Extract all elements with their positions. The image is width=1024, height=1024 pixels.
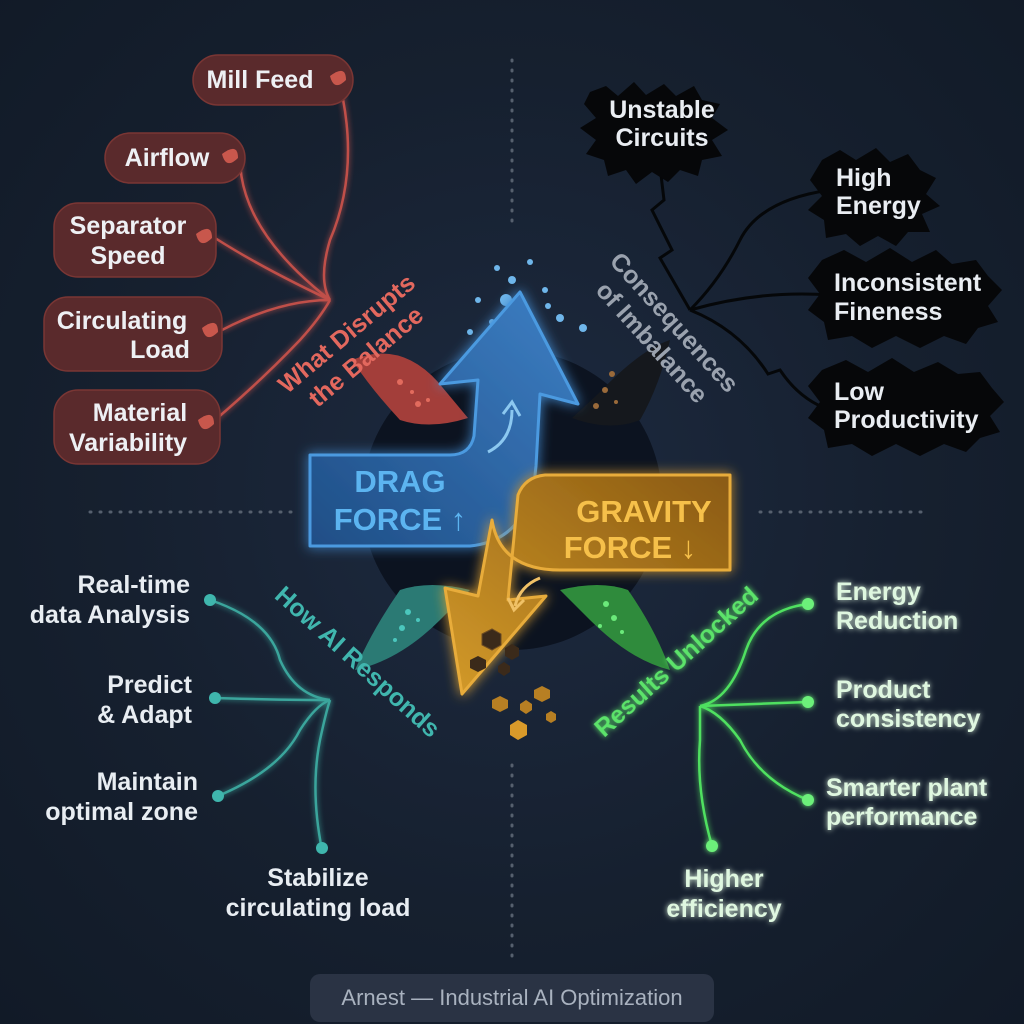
quadrant-dividers — [88, 58, 932, 962]
gravity-label-line2: FORCE ↓ — [564, 530, 697, 565]
disrupts-item-label-line2: Speed — [90, 242, 165, 270]
disrupts-item-material-variability: Material Variability — [53, 389, 221, 465]
ai-item-stabilize-load: Stabilize circulating load — [226, 864, 411, 922]
consequence-item-low-productivity: Low Productivity — [808, 358, 1004, 456]
consequence-item-label-line2: Circuits — [615, 124, 708, 152]
result-item-label-line1: Smarter plant — [826, 774, 988, 802]
consequence-connectors — [650, 149, 831, 412]
disrupts-items: Mill Feed Airflow Separator Speed Circul… — [43, 54, 354, 465]
consequence-item-label-line1: High — [836, 164, 892, 192]
ai-item-label-line2: circulating load — [226, 894, 411, 922]
leaf-icon — [202, 322, 218, 338]
footer-label: Arnest — Industrial AI Optimization — [341, 985, 683, 1010]
gravity-inner-arrow-icon — [513, 576, 541, 607]
ai-item-label-line2: & Adapt — [97, 701, 193, 729]
teal-particles — [393, 609, 420, 642]
disrupts-item-label-line1: Material — [93, 399, 187, 427]
consequence-item-unstable-circuits: Unstable Circuits — [580, 82, 728, 184]
gravity-particles — [470, 628, 556, 740]
disrupts-item-airflow: Airflow — [104, 132, 246, 184]
ai-item-label-line2: optimal zone — [45, 798, 198, 826]
ai-item-label-line1: Real-time — [77, 571, 190, 599]
gravity-force-arrow — [443, 473, 732, 696]
result-item-label-line2: efficiency — [666, 895, 781, 923]
consequence-items: Unstable Circuits High Energy Inconsiste… — [580, 82, 1004, 456]
ai-item-label-line2: data Analysis — [30, 601, 190, 629]
consequence-item-label-line1: Low — [834, 378, 885, 406]
leaf-icon — [198, 414, 214, 430]
drag-label-line1: DRAG — [354, 464, 445, 499]
result-item-higher-efficiency: Higher efficiency — [666, 865, 781, 923]
result-item-product-consistency: Product consistency — [836, 676, 981, 733]
footer-badge: Arnest — Industrial AI Optimization — [310, 974, 714, 1022]
consequence-item-label-line2: Energy — [836, 192, 921, 220]
teal-funnel — [355, 585, 470, 670]
red-particles — [397, 379, 430, 407]
drag-inner-arrow-icon — [487, 409, 514, 454]
results-connectors — [697, 602, 809, 847]
disrupts-item-circulating-load: Circulating Load — [43, 296, 223, 372]
gravity-label-line1: GRAVITY — [576, 494, 712, 529]
consequence-item-high-energy: High Energy — [808, 148, 940, 246]
results-nodes — [706, 598, 814, 852]
green-particles — [598, 601, 624, 634]
consequence-item-label-line2: Productivity — [834, 406, 979, 434]
disrupts-item-label-line2: Variability — [69, 429, 187, 457]
green-funnel — [560, 585, 670, 670]
red-funnel — [352, 353, 468, 425]
consequence-item-inconsistent-fineness: Inconsistent Fineness — [808, 248, 1002, 348]
disrupts-item-mill-feed: Mill Feed — [192, 54, 354, 106]
result-item-label-line2: consistency — [836, 705, 981, 733]
ai-item-label-line1: Predict — [107, 671, 192, 699]
ai-item-label-line1: Stabilize — [267, 864, 369, 892]
result-item-smarter-performance: Smarter plant performance — [826, 774, 988, 831]
leaf-icon — [196, 228, 212, 244]
disrupts-item-separator-speed: Separator Speed — [53, 202, 217, 278]
ai-item-realtime-analysis: Real-time data Analysis — [30, 571, 190, 629]
consequence-item-label-line1: Inconsistent — [834, 269, 982, 297]
disrupts-item-label-line1: Circulating — [57, 307, 188, 335]
leaf-icon — [330, 70, 346, 86]
ai-item-maintain-zone: Maintain optimal zone — [45, 768, 198, 826]
disrupts-item-label: Mill Feed — [207, 66, 314, 94]
result-item-label-line1: Energy — [836, 578, 921, 606]
disrupts-item-label-line1: Separator — [70, 212, 187, 240]
result-item-label-line2: performance — [826, 803, 978, 831]
ai-connectors — [209, 598, 332, 851]
ai-item-predict-adapt: Predict & Adapt — [97, 671, 193, 729]
leaf-icon — [222, 148, 238, 164]
result-item-label-line1: Higher — [684, 865, 763, 893]
consequence-item-label-line1: Unstable — [609, 96, 715, 124]
consequence-item-label-line2: Fineness — [834, 298, 942, 326]
disrupts-item-label-line2: Load — [130, 336, 190, 364]
ai-item-label-line1: Maintain — [97, 768, 198, 796]
result-item-label-line2: Reduction — [836, 607, 958, 635]
results-items: Energy Reduction Product consistency Sma… — [666, 578, 988, 923]
result-item-energy-reduction: Energy Reduction — [836, 578, 958, 635]
disrupts-connectors — [214, 84, 350, 421]
result-item-label-line1: Product — [836, 676, 931, 704]
ai-items: Real-time data Analysis Predict & Adapt … — [30, 571, 411, 922]
disrupts-item-label: Airflow — [125, 144, 210, 172]
drag-label-line2: FORCE ↑ — [334, 502, 467, 537]
ai-nodes — [204, 594, 328, 854]
brown-particles — [593, 371, 618, 409]
